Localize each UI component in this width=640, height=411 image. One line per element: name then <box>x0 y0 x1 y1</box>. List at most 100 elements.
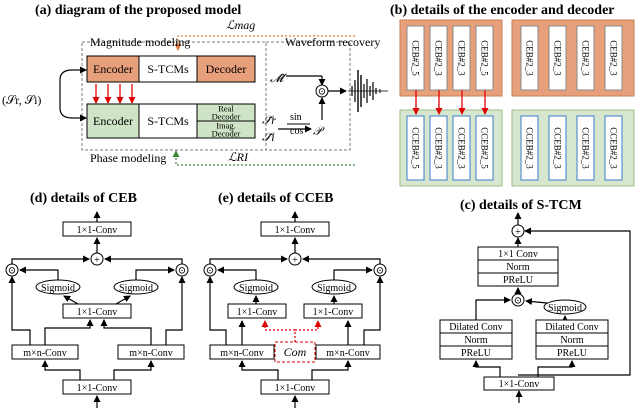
svg-text:Decoder: Decoder <box>212 129 241 139</box>
svg-text:1×1-Conv: 1×1-Conv <box>499 379 540 390</box>
loss-mag-label: ℒmag <box>226 18 255 32</box>
svg-text:⊙: ⊙ <box>8 266 16 277</box>
svg-text:Sigmoid: Sigmoid <box>119 283 153 294</box>
loss-ri-label: ℒRI <box>228 150 249 164</box>
block-label-top-left-0: CEB#2_5 <box>411 40 421 76</box>
block-bottom-right-0 <box>520 115 539 181</box>
block-label-top-left-2: CEB#2_3 <box>457 40 467 76</box>
magnitude-modeling-label: Magnitude modeling <box>90 35 190 49</box>
block-label-bottom-left-0: CCEB#2_5 <box>411 127 421 169</box>
ceb-plus-node <box>90 252 104 266</box>
svg-text:+: + <box>94 255 100 266</box>
block-label-top-right-2: CEB#2_3 <box>581 40 591 76</box>
block-label-top-right-1: CEB#2_3 <box>553 40 563 76</box>
svg-text:sin: sin <box>290 112 302 123</box>
block-bottom-right-2 <box>576 115 595 181</box>
interaction-arrows <box>92 84 136 104</box>
panel-d-title: (d) details of CEB <box>30 191 137 206</box>
phase-stcms <box>138 103 198 139</box>
block-bottom-left-0 <box>406 115 425 181</box>
svg-text:cos: cos <box>290 126 303 137</box>
svg-text:⊙: ⊙ <box>318 87 326 98</box>
panel-d: (d) details of CEB 1×1-Conv + ⊙ ⊙ Sigmoi… <box>5 191 189 408</box>
block-bottom-right-3 <box>604 115 623 181</box>
svg-text:1×1-Conv: 1×1-Conv <box>77 225 118 236</box>
svg-text:S-TCMs: S-TCMs <box>147 62 189 76</box>
block-label-bottom-left-1: CCEB#2_3 <box>434 127 444 169</box>
svg-text:PReLU: PReLU <box>557 348 588 359</box>
cceb-bottom-conv <box>260 379 330 395</box>
stcm-sigmoid <box>543 299 587 315</box>
svg-text:PReLU: PReLU <box>461 348 492 359</box>
cceb-top-conv <box>260 221 330 237</box>
ceb-top-conv <box>62 221 132 237</box>
stcm-left-prelu <box>439 345 513 360</box>
svg-text:m×n-Conv: m×n-Conv <box>23 348 66 359</box>
svg-text:1×1-Conv: 1×1-Conv <box>77 307 118 318</box>
svg-text:Norm: Norm <box>464 335 488 346</box>
block-label-bottom-left-3: CCEB#2_5 <box>480 127 490 169</box>
svg-text:Dilated Conv: Dilated Conv <box>545 322 599 333</box>
svg-text:Sigmoid: Sigmoid <box>239 283 273 294</box>
svg-text:+: + <box>292 255 298 266</box>
block-label-bottom-right-1: CCEB#2_3 <box>553 127 563 169</box>
panel-e: (e) details of CCEB 1×1-Conv + ⊙ ⊙ Sigmo… <box>203 191 387 408</box>
panel-c: (c) details of S-TCM + 1×1 Conv Norm PRe… <box>439 198 631 403</box>
block-label-top-right-3: CEB#2_3 <box>609 40 619 76</box>
svg-text:m×n-Conv: m×n-Conv <box>220 348 263 359</box>
stcm-top-prelu <box>477 272 559 287</box>
svg-text:1×1-Conv: 1×1-Conv <box>313 307 354 318</box>
svg-text:Norm: Norm <box>506 262 530 273</box>
svg-text:⊙: ⊙ <box>376 266 384 277</box>
magnitude-encoder <box>86 55 140 83</box>
waveform-recovery-label: Waveform recovery <box>285 35 380 49</box>
svg-text:Real: Real <box>218 104 234 114</box>
panel-a: (a) diagram of the proposed model ℒmag M… <box>2 3 388 166</box>
svg-text:Decoder: Decoder <box>206 62 247 76</box>
svg-text:Encoder: Encoder <box>93 114 133 128</box>
block-bottom-left-1 <box>429 115 448 181</box>
ceb-bottom-conv <box>62 379 132 395</box>
block-label-bottom-right-2: CCEB#2_3 <box>581 127 591 169</box>
svg-text:m×n-Conv: m×n-Conv <box>326 348 369 359</box>
loss-mag-arrow <box>174 35 355 51</box>
panel-c-title: (c) details of S-TCM <box>460 198 582 213</box>
svg-text:⊙: ⊙ <box>178 266 186 277</box>
block-label-top-left-3: CEB#2_5 <box>480 40 490 76</box>
panel-b: (b) details of the encoder and decoder C… <box>390 3 635 187</box>
mag-est-label: 𝓜̂ <box>270 71 287 85</box>
stcm-skip-path <box>518 227 631 376</box>
phase-label: 𝒫 <box>313 124 325 138</box>
loss-ri-arrow <box>172 150 355 166</box>
svg-text:Com: Com <box>284 345 307 359</box>
phase-encoder <box>86 103 140 139</box>
block-label-top-right-0: CEB#2_3 <box>525 40 535 76</box>
svg-text:Imag.: Imag. <box>216 121 236 131</box>
waveform-icon <box>348 70 388 112</box>
block-bottom-left-3 <box>475 115 494 181</box>
block-top-right-1 <box>548 25 567 91</box>
panel-e-title: (e) details of CCEB <box>218 191 334 206</box>
block-label-bottom-right-3: CCEB#2_3 <box>609 127 619 169</box>
cceb-plus-node <box>288 252 302 266</box>
block-top-right-0 <box>520 25 539 91</box>
imag-decoder-blocks: CCEB#2_3 CCEB#2_3 CCEB#2_3 CCEB#2_3 <box>520 115 623 181</box>
svg-text:Sigmoid: Sigmoid <box>548 303 582 314</box>
decoder-blocks: CEB#2_3 CEB#2_3 CEB#2_3 CEB#2_3 <box>520 25 623 91</box>
sr-label: 𝒮̃r <box>262 113 276 127</box>
panel-a-title: (a) diagram of the proposed model <box>35 3 241 18</box>
svg-text:Norm: Norm <box>560 335 584 346</box>
svg-text:S-TCMs: S-TCMs <box>147 114 189 128</box>
svg-text:Sigmoid: Sigmoid <box>41 283 75 294</box>
block-top-right-3 <box>604 25 623 91</box>
svg-text:Sigmoid: Sigmoid <box>317 283 351 294</box>
svg-text:PReLU: PReLU <box>503 275 534 286</box>
cceb-mid-conv-left <box>227 303 287 319</box>
imag-decoder <box>196 120 256 139</box>
block-bottom-left-2 <box>452 115 471 181</box>
block-top-right-2 <box>576 25 595 91</box>
block-label-bottom-right-0: CCEB#2_3 <box>525 127 535 169</box>
